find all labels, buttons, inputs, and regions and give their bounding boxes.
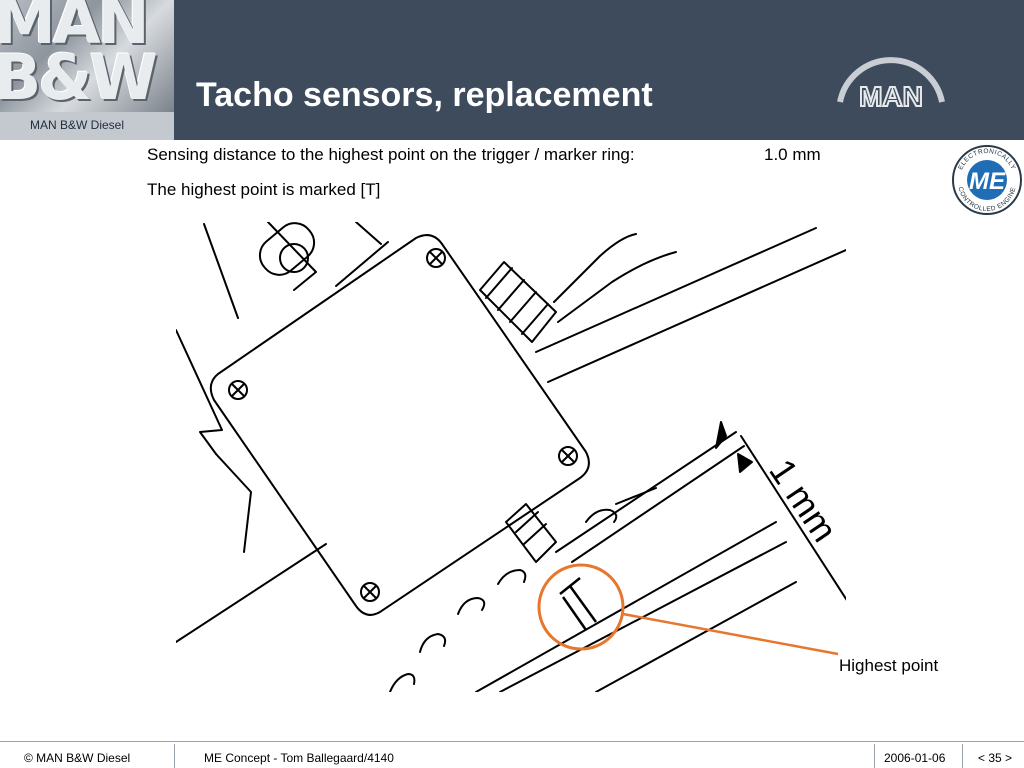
- corner-logo: MAN B&W MAN B&W Diesel: [0, 0, 174, 140]
- corner-logo-text: MAN B&W: [0, 0, 158, 114]
- footer-page-number: < 35 >: [978, 751, 1013, 765]
- tacho-sensor-diagram: 1 mm: [176, 222, 846, 692]
- dimension-label: 1 mm: [761, 452, 845, 550]
- footer-bar: © MAN B&W Diesel ME Concept - Tom Balleg…: [0, 741, 1024, 768]
- callout-line: [622, 612, 839, 656]
- highest-point-label: Highest point: [839, 656, 939, 675]
- t-marker-shape: [559, 577, 598, 631]
- engine-photo: [0, 0, 174, 112]
- footer-date: 2006-01-06: [884, 751, 946, 765]
- footer-copyright: © MAN B&W Diesel: [24, 751, 131, 765]
- sensing-distance-value: 1.0 mm: [764, 145, 821, 164]
- me-badge: ELECTRONICALLY CONTROLLED ENGINE ME: [952, 145, 1022, 215]
- footer-presentation: ME Concept - Tom Ballegaard/4140: [204, 751, 394, 765]
- man-logo-text: MAN: [859, 81, 923, 112]
- header-bar: MAN B&W MAN B&W Diesel Tacho sensors, re…: [0, 0, 1024, 140]
- man-logo: MAN: [837, 57, 945, 113]
- highest-point-note: The highest point is marked [T]: [147, 180, 381, 199]
- sensing-distance-text: Sensing distance to the highest point on…: [147, 145, 635, 164]
- corner-tagline: MAN B&W Diesel: [30, 118, 125, 132]
- badge-center-text: ME: [969, 168, 1006, 195]
- highlight-circle: [537, 563, 625, 651]
- slide-title: Tacho sensors, replacement: [196, 76, 653, 114]
